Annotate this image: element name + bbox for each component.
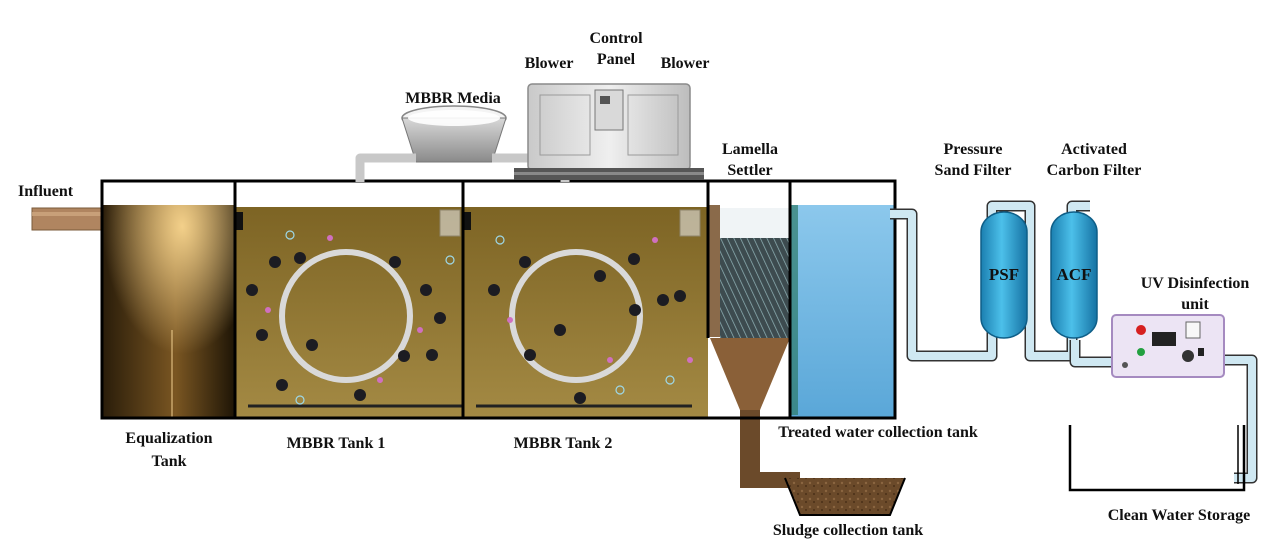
mbbr-tank-1-label: MBBR Tank 1 (287, 435, 386, 452)
treated-water-tank (790, 205, 894, 418)
tank-outline (100, 179, 897, 420)
mbbr-tank-1 (236, 207, 463, 418)
mbbr-media-pieces (246, 230, 693, 405)
control-panel-label-line1: Control (589, 30, 643, 47)
acf-label-line2: Carbon Filter (1047, 162, 1142, 179)
uv-label-line1: UV Disinfection (1141, 275, 1250, 292)
acf-label-line1: Activated (1061, 141, 1127, 158)
psf-label-line1: Pressure (944, 141, 1003, 158)
activated-carbon-filter: ACF (1050, 211, 1098, 339)
sludge-label: Sludge collection tank (773, 522, 923, 539)
influent-label: Influent (18, 183, 74, 200)
treated-water-label: Treated water collection tank (778, 424, 978, 441)
equalization-label-line1: Equalization (125, 430, 212, 447)
uv-disinfection-unit (1111, 314, 1225, 378)
mbbr-tank-2 (464, 207, 708, 418)
pressure-sand-filter: PSF (980, 211, 1028, 339)
clean-water-storage (1068, 425, 1246, 492)
psf-label-line2: Sand Filter (935, 162, 1012, 179)
mbbr-tank-2-label: MBBR Tank 2 (514, 435, 613, 452)
blower-right-label: Blower (661, 55, 710, 72)
acf-abbr-label: ACF (1057, 265, 1092, 284)
mbbr-media-bowl (401, 105, 507, 163)
uv-label-line2: unit (1181, 296, 1209, 313)
mbbr-media-label: MBBR Media (405, 90, 501, 107)
equalization-label-line2: Tank (152, 453, 187, 470)
lamella-settler (708, 205, 800, 488)
lamella-label-line2: Settler (727, 162, 772, 179)
lamella-label-line1: Lamella (722, 141, 778, 158)
blower-control-unit (514, 83, 704, 180)
control-panel-label-line2: Panel (597, 51, 636, 68)
psf-abbr-label: PSF (989, 265, 1019, 284)
influent-pipe (31, 207, 103, 231)
sludge-tank (784, 477, 906, 516)
blower-left-label: Blower (525, 55, 574, 72)
equalization-tank (103, 205, 235, 418)
clean-water-label: Clean Water Storage (1108, 507, 1251, 524)
